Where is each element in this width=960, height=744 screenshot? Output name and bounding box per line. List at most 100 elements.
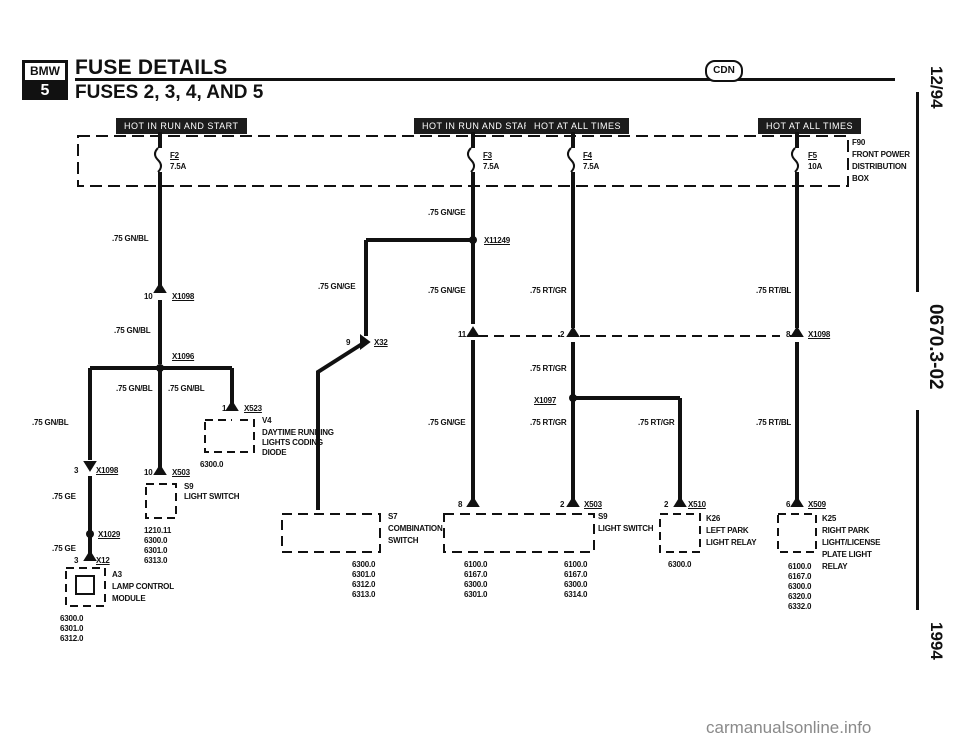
side-rule-top	[916, 92, 919, 292]
cdn-badge: CDN	[705, 60, 743, 82]
wire-label-gn-bl-4: .75 GN/BL	[168, 384, 205, 393]
a3-outline	[65, 567, 106, 607]
k26-line-1: LEFT PARK	[706, 526, 749, 535]
wire-label-gn-ge-3: .75 GN/GE	[428, 286, 466, 295]
fuse-box-line-3: BOX	[852, 174, 869, 183]
wire-label-gn-ge-2: .75 GN/GE	[318, 282, 356, 291]
pin-2-c: 2	[664, 500, 669, 509]
s9-right-id: S9	[598, 512, 608, 521]
wire-label-rt-gr-4: .75 RT/GR	[638, 418, 675, 427]
wire-label-gn-ge-1: .75 GN/GE	[428, 208, 466, 217]
k25-line-3: PLATE LIGHT	[822, 550, 872, 559]
hot-label-4: HOT AT ALL TIMES	[758, 118, 862, 134]
a3-ref-3: 6312.0	[60, 634, 84, 643]
fuse-f5-rating: 10A	[808, 162, 823, 171]
fuse-f4-symbol	[567, 147, 575, 173]
s9-left-id: S9	[184, 482, 194, 491]
pin-2-a: 2	[560, 330, 565, 339]
fuse-f4-id: F4	[583, 151, 592, 160]
s9-left-ref-3: 6301.0	[144, 546, 168, 555]
hot-label-3: HOT AT ALL TIMES	[526, 118, 630, 134]
wire-label-gn-bl-1: .75 GN/BL	[112, 234, 149, 243]
s7-line-2: SWITCH	[388, 536, 419, 545]
connector-x1029: X1029	[98, 530, 121, 539]
s9-right-ref-b4: 6314.0	[564, 590, 588, 599]
connector-arrow-x1098-11	[466, 326, 480, 337]
connector-x1098-a: X1098	[172, 292, 195, 301]
k25-ref-2: 6167.0	[788, 572, 812, 581]
s9-right-ref-a4: 6301.0	[464, 590, 488, 599]
connector-x1096: X1096	[172, 352, 195, 361]
connector-x509: X509	[808, 500, 826, 509]
s9-left-ref-2: 6300.0	[144, 536, 168, 545]
fuse-box-outline	[77, 135, 849, 187]
splice-x1097	[569, 394, 577, 402]
connector-x11249: X11249	[484, 236, 510, 245]
splice-x1029	[86, 530, 94, 538]
s7-id: S7	[388, 512, 398, 521]
s7-ref-3: 6312.0	[352, 580, 376, 589]
s9-right-ref-a2: 6167.0	[464, 570, 488, 579]
title-rule	[75, 78, 895, 81]
connector-x1098-b: X1098	[96, 466, 119, 475]
bmw-logo-text: BMW	[25, 63, 65, 83]
connector-arrow-x503-8	[466, 496, 480, 507]
fuse-f2-symbol	[154, 147, 162, 173]
connector-arrow-x12-3	[83, 550, 97, 561]
s9-right-ref-b1: 6100.0	[564, 560, 588, 569]
a3-ref-1: 6300.0	[60, 614, 84, 623]
connector-arrow-x503-10	[153, 464, 167, 475]
splice-x1096	[156, 364, 164, 372]
page-subtitle: FUSES 2, 3, 4, AND 5	[75, 82, 264, 103]
series-number: 5	[25, 83, 65, 99]
pin-9: 9	[346, 338, 351, 347]
watermark: carmanualsonline.info	[706, 718, 872, 737]
connector-x503-a: X503	[172, 468, 190, 477]
k25-id: K25	[822, 514, 837, 523]
wire-label-ge-1: .75 GE	[52, 492, 76, 501]
a3-ref-2: 6301.0	[60, 624, 84, 633]
k25-line-2: LIGHT/LICENSE	[822, 538, 881, 547]
wire-label-gn-bl-5: .75 GN/BL	[32, 418, 69, 427]
s7-ref-4: 6313.0	[352, 590, 376, 599]
k25-line-4: RELAY	[822, 562, 848, 571]
wire-label-rt-bl-2: .75 RT/BL	[756, 418, 792, 427]
splice-x11249	[469, 236, 477, 244]
a3-id: A3	[112, 570, 122, 579]
wire-label-rt-bl-1: .75 RT/BL	[756, 286, 792, 295]
k25-outline	[777, 513, 817, 553]
connector-x503-b: X503	[584, 500, 602, 509]
s9-right-ref-a3: 6300.0	[464, 580, 488, 589]
bmw-series-logo: BMW 5	[22, 60, 68, 100]
v4-ref-1: 6300.0	[200, 460, 224, 469]
k25-ref-4: 6320.0	[788, 592, 812, 601]
s9-right-line-1: LIGHT SWITCH	[598, 524, 654, 533]
s7-outline	[281, 513, 381, 553]
a3-line-1: LAMP CONTROL	[112, 582, 174, 591]
wire-label-rt-gr-2: .75 RT/GR	[530, 364, 567, 373]
s7-ref-2: 6301.0	[352, 570, 376, 579]
connector-x510: X510	[688, 500, 706, 509]
v4-line-2: LIGHTS CODING	[262, 438, 323, 447]
fuse-f2-id: F2	[170, 151, 179, 160]
hot-label-1: HOT IN RUN AND START	[116, 118, 247, 134]
connector-x12: X12	[96, 556, 110, 565]
s9-left-outline	[145, 483, 177, 519]
pin-8-a: 8	[786, 330, 791, 339]
s9-left-ref-1: 1210.11	[144, 526, 172, 535]
pin-1: 1	[222, 404, 227, 413]
fuse-f4-rating: 7.5A	[583, 162, 600, 171]
fuse-f3-id: F3	[483, 151, 492, 160]
wire-label-gn-ge-4: .75 GN/GE	[428, 418, 466, 427]
k25-ref-3: 6300.0	[788, 582, 812, 591]
fuse-f3-rating: 7.5A	[483, 162, 500, 171]
s9-right-ref-b2: 6167.0	[564, 570, 588, 579]
hot-label-2: HOT IN RUN AND START	[414, 118, 545, 134]
wire-label-ge-2: .75 GE	[52, 544, 76, 553]
k26-line-2: LIGHT RELAY	[706, 538, 757, 547]
s9-right-ref-a1: 6100.0	[464, 560, 488, 569]
v4-line-1: DAYTIME RUNNING	[262, 428, 334, 437]
s9-right-ref-b3: 6300.0	[564, 580, 588, 589]
pin-2-b: 2	[560, 500, 565, 509]
pin-3-a: 3	[74, 466, 79, 475]
